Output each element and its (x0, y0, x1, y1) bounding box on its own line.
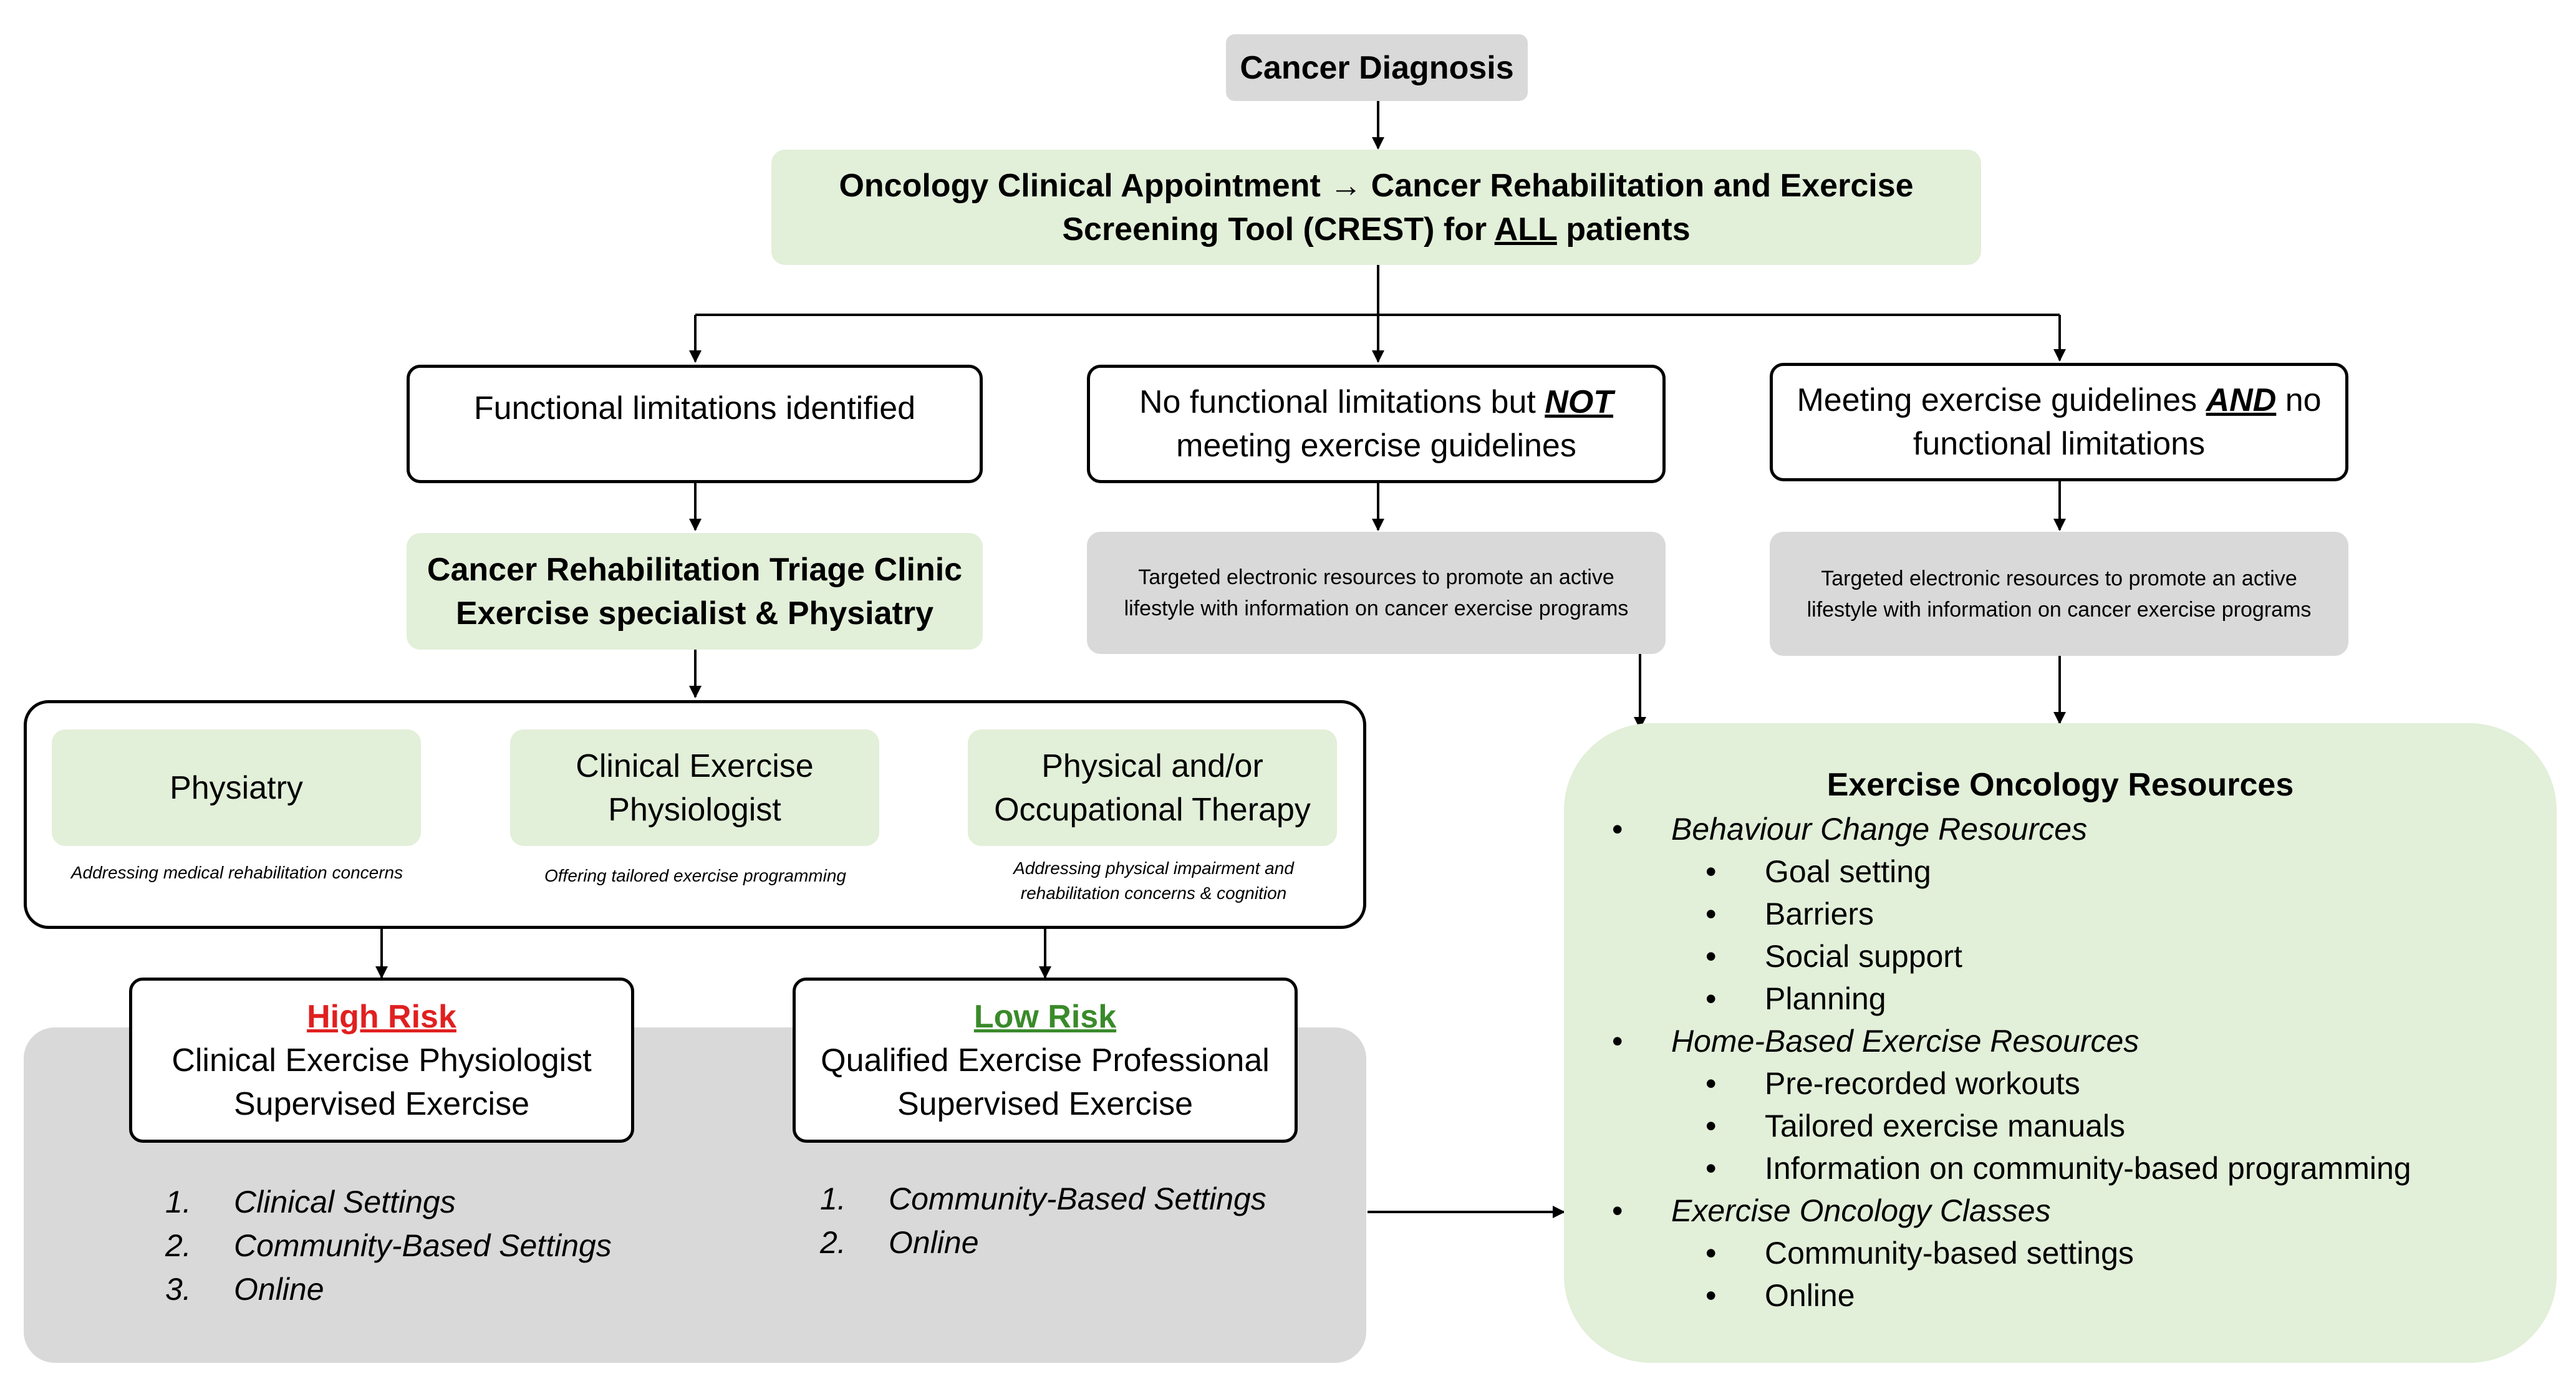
targeted-resources-right-text: Targeted electronic resources to promote… (1807, 566, 2312, 622)
not-emphasis: NOT (1545, 384, 1614, 420)
high-risk-box: High Risk Clinical Exercise Physiologist… (129, 978, 634, 1143)
resource-group-classes: •Exercise Oncology Classes (1612, 1193, 2051, 1228)
list-item: •Community-based settings (1705, 1236, 2134, 1271)
triage-line-2: Exercise specialist & Physiatry (455, 595, 933, 632)
cancer-diagnosis-box: Cancer Diagnosis (1226, 34, 1528, 101)
physical-occupational-therapy-label: Physical and/or Occupational Therapy (994, 747, 1311, 828)
high-risk-line-1: Clinical Exercise Physiologist (171, 1042, 592, 1079)
list-item: •Information on community-based programm… (1705, 1151, 2411, 1186)
crest-line-1: Oncology Clinical Appointment → Cancer R… (839, 167, 1914, 204)
physical-occupational-therapy-box: Physical and/or Occupational Therapy (968, 729, 1337, 846)
no-functional-line-2: meeting exercise guidelines (1176, 428, 1576, 464)
clinical-exercise-physiologist-caption: Offering tailored exercise programming (544, 866, 846, 885)
low-risk-line-2: Supervised Exercise (897, 1085, 1193, 1122)
clinical-exercise-physiologist-box: Clinical Exercise Physiologist (510, 729, 879, 846)
crest-line-2: Screening Tool (CREST) for ALL patients (1062, 211, 1691, 248)
meeting-guidelines-box: Meeting exercise guidelines AND no funct… (1770, 363, 2348, 481)
list-item: 1.Community-Based Settings (820, 1181, 1266, 1216)
resources-title: Exercise Oncology Resources (1826, 767, 2294, 803)
triage-line-1: Cancer Rehabilitation Triage Clinic (427, 551, 963, 588)
triage-clinic-box: Cancer Rehabilitation Triage Clinic Exer… (407, 533, 983, 650)
list-item: •Pre-recorded workouts (1705, 1066, 2080, 1101)
clinical-exercise-physiologist-label: Clinical Exercise Physiologist (576, 747, 814, 828)
targeted-resources-right-box: Targeted electronic resources to promote… (1770, 532, 2348, 656)
list-item: •Barriers (1705, 896, 1874, 931)
physiatry-box: Physiatry (52, 729, 421, 846)
high-risk-line-2: Supervised Exercise (234, 1085, 529, 1122)
crest-all-emphasis: ALL (1494, 211, 1557, 248)
list-item: •Tailored exercise manuals (1705, 1108, 2126, 1143)
targeted-resources-mid-box: Targeted electronic resources to promote… (1087, 532, 1666, 654)
list-item: •Planning (1705, 981, 1886, 1016)
targeted-resources-mid-text: Targeted electronic resources to promote… (1124, 565, 1629, 620)
list-item: •Online (1705, 1278, 1855, 1313)
functional-limitations-box: Functional limitations identified (407, 365, 983, 483)
list-item: •Social support (1705, 939, 1962, 974)
crest-box: Oncology Clinical Appointment → Cancer R… (771, 150, 1981, 265)
functional-limitations-label: Functional limitations identified (473, 390, 916, 426)
resource-group-behaviour: •Behaviour Change Resources (1612, 812, 2088, 847)
meeting-line-1: Meeting exercise guidelines AND no (1797, 382, 2322, 418)
low-risk-settings-list: 1.Community-Based Settings 2.Online (820, 1177, 1356, 1264)
low-risk-line-1: Qualified Exercise Professional (821, 1042, 1270, 1079)
high-risk-title: High Risk (307, 998, 456, 1035)
and-emphasis: AND (2206, 382, 2277, 418)
list-item: 2.Online (820, 1225, 979, 1260)
high-risk-settings-list: 1.Clinical Settings 2.Community-Based Se… (165, 1180, 726, 1311)
physiatry-caption: Addressing medical rehabilitation concer… (70, 863, 403, 882)
physical-occupational-therapy-caption: Addressing physical impairment and rehab… (1013, 858, 1294, 903)
no-functional-limitations-box: No functional limitations but NOT meetin… (1087, 365, 1666, 483)
physiatry-label: Physiatry (170, 769, 303, 806)
resources-list: •Behaviour Change Resources •Goal settin… (1612, 808, 2547, 1317)
no-functional-line-1: No functional limitations but NOT (1139, 384, 1614, 420)
list-item: •Goal setting (1705, 854, 1931, 889)
list-item: 1.Clinical Settings (165, 1185, 456, 1219)
list-item: 2.Community-Based Settings (165, 1228, 612, 1263)
cancer-diagnosis-label: Cancer Diagnosis (1240, 49, 1514, 86)
low-risk-box: Low Risk Qualified Exercise Professional… (793, 978, 1298, 1143)
resource-group-home-based: •Home-Based Exercise Resources (1612, 1024, 2139, 1059)
low-risk-title: Low Risk (973, 998, 1117, 1035)
exercise-oncology-resources-box (1564, 723, 2557, 1363)
list-item: 3.Online (165, 1272, 324, 1307)
meeting-line-2: functional limitations (1913, 426, 2206, 462)
